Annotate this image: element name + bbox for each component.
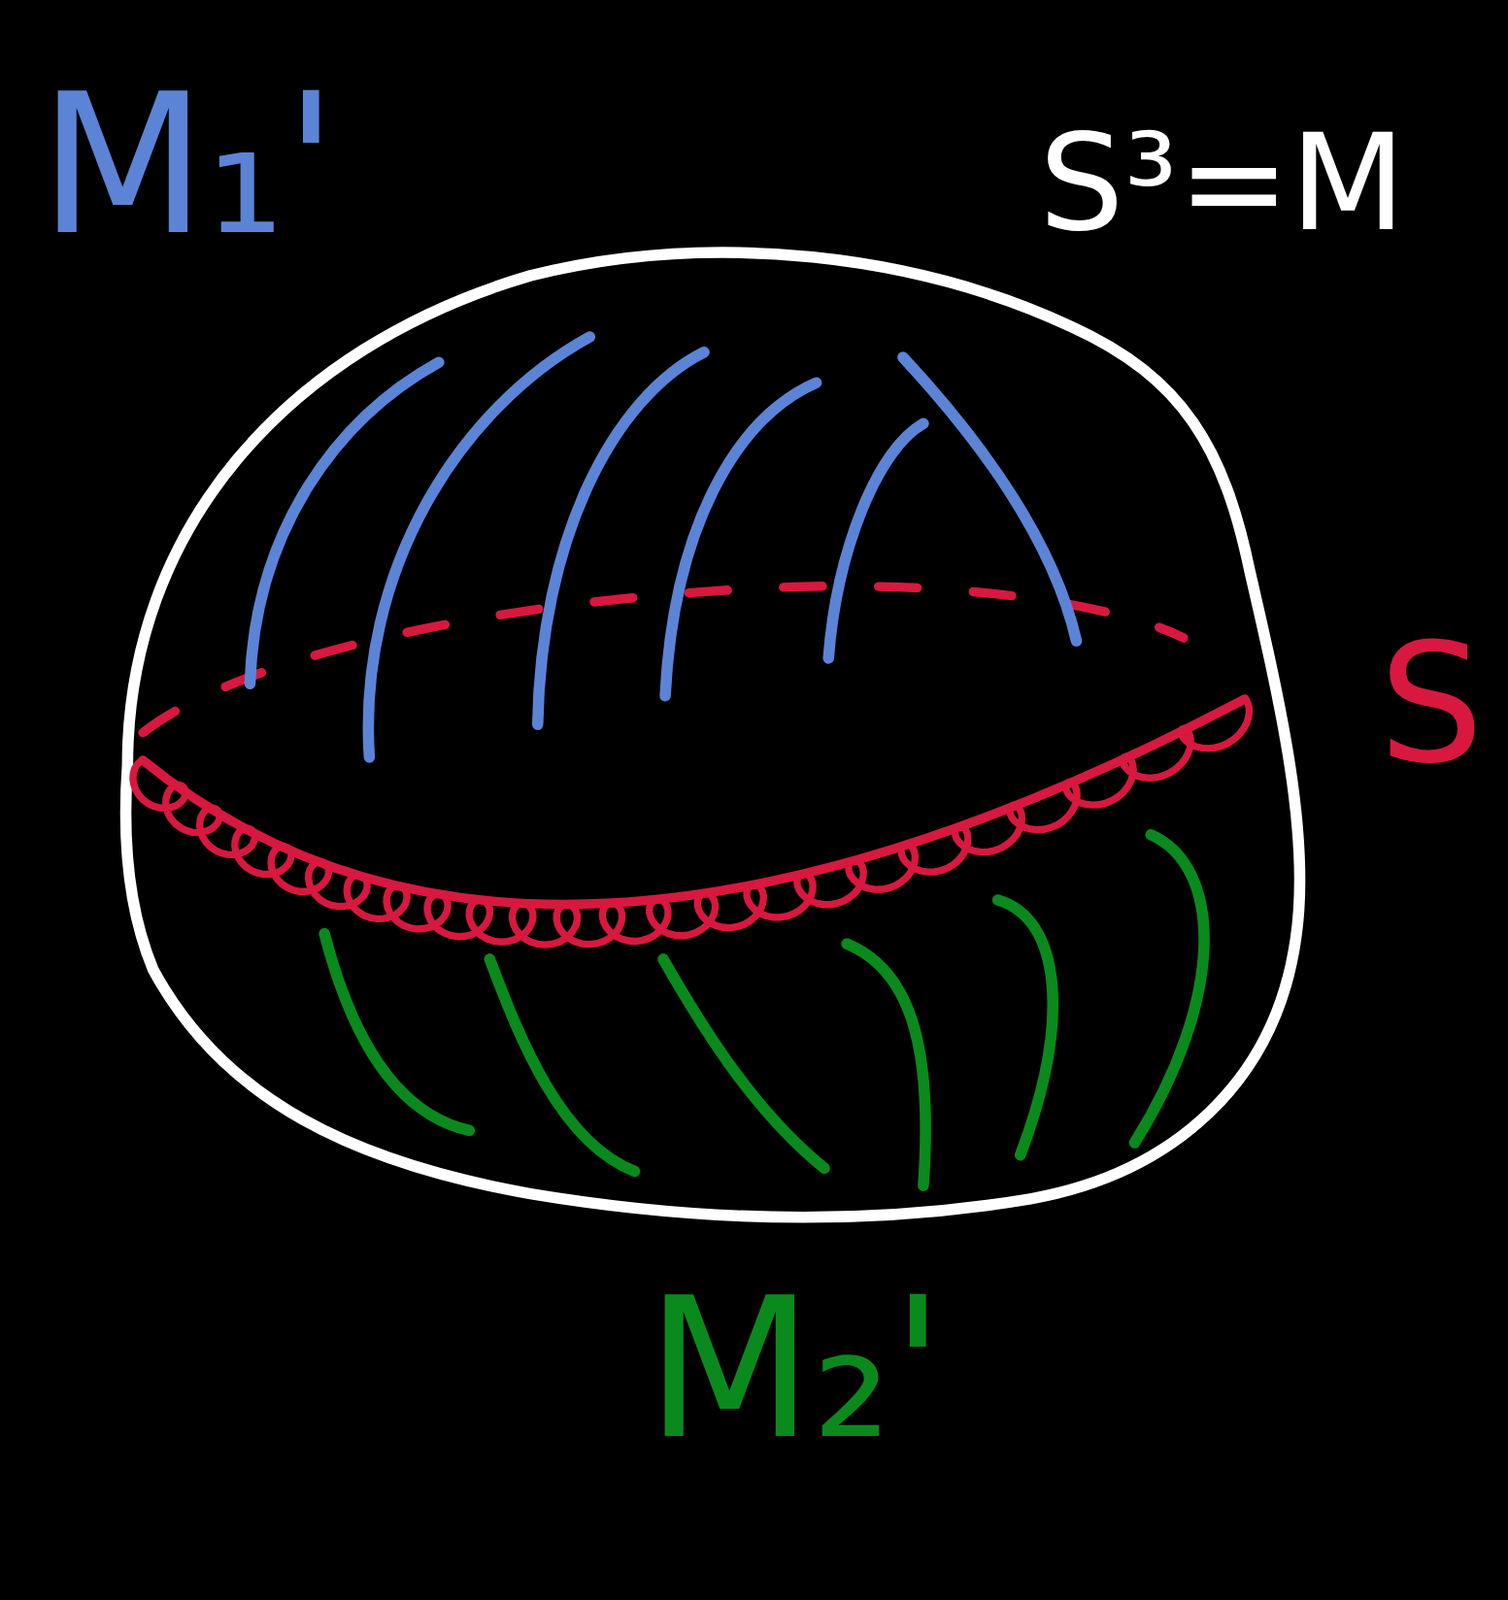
region-label: M₁' <box>38 67 338 263</box>
manifold-label: S³=M <box>1038 116 1407 251</box>
sphere-outline <box>126 252 1301 1218</box>
upper-arcs <box>249 336 1076 758</box>
region-label: M₂' <box>645 1272 945 1467</box>
equator-loops <box>133 699 1250 945</box>
surface-label: S <box>1378 621 1484 787</box>
